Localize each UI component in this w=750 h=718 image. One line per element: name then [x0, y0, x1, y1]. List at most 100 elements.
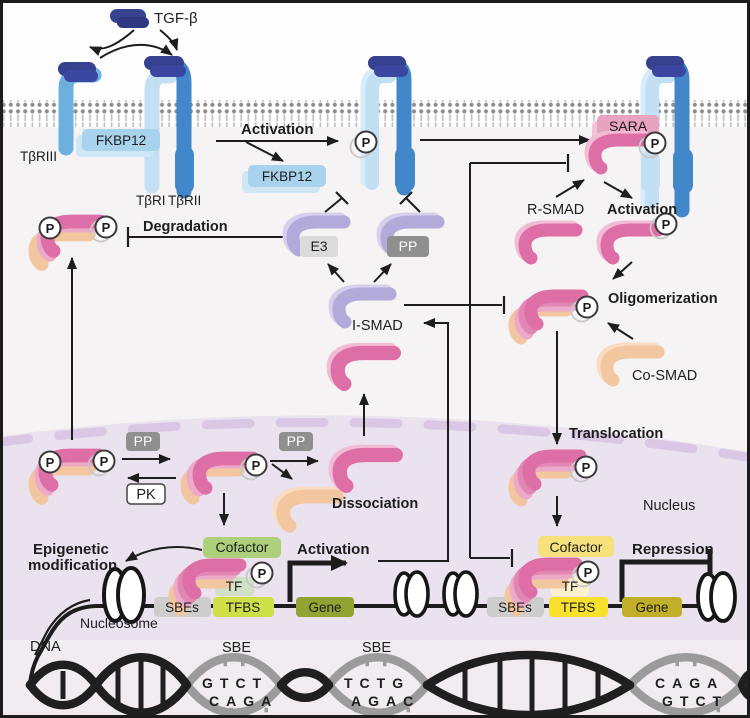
cosmad-label: Co-SMAD: [632, 368, 697, 384]
chromatin: GTCT CAGA TCTG AGAC CAGA GTCT: [25, 566, 750, 718]
fkbp12-released-label: FKBP12: [262, 169, 312, 184]
tbrii-sara-kinase: [673, 148, 693, 194]
nucleus-label: Nucleus: [643, 498, 695, 514]
epigenetic-label-line1: Epigenetic: [33, 541, 109, 558]
rsmad-label: R-SMAD: [527, 202, 584, 218]
tgfb-label: TGF-β: [154, 10, 198, 27]
sbe2-bottom-sequence: AGAC: [351, 693, 420, 709]
ismad-label: I-SMAD: [352, 318, 403, 334]
arrow-receptor-to-psmad: [603, 181, 633, 199]
tgfb-ligand-sara-2: [652, 65, 686, 77]
gene-repression-region: [487, 536, 682, 617]
tgfb-ligand: [110, 9, 149, 28]
p-export-right: P: [89, 215, 118, 243]
tfbs-box-repression: [549, 597, 608, 617]
dna-label: DNA: [30, 639, 61, 655]
arrow-psmad-to-oligomer: [612, 261, 633, 280]
sbe3-top-sequence: CAGA: [655, 675, 724, 691]
p-receptor: P: [349, 130, 378, 159]
e3-box: [300, 236, 338, 257]
p-label: P: [582, 460, 591, 475]
tbriii-receptor: [58, 62, 102, 156]
p-nuclear-right: P: [87, 449, 116, 477]
pp-nuclear-box: [126, 432, 160, 451]
e3-label: E3: [310, 238, 327, 254]
tgfb-ligand-bound-pair-2: [150, 65, 186, 77]
p-nuclear-oligomer: P: [569, 455, 598, 483]
tbri-tbrii-receptor-pair: [144, 56, 194, 199]
dna-linker-squiggle2: [34, 598, 91, 656]
cofactor-box-activation: [203, 537, 281, 558]
fkbp12-released-box: [242, 165, 326, 193]
nucleosome-label: Nucleosome: [80, 615, 158, 631]
arrow-tbriii-to-receptors: [99, 43, 173, 59]
tbrii-kinase: [175, 146, 194, 194]
arrow-rsmad-to-receptor: [555, 179, 585, 198]
epigenetic-label-line2: modification: [28, 557, 117, 574]
p-label: P: [46, 221, 55, 236]
nucleosome-mid-1: [393, 570, 430, 618]
p-label: P: [46, 455, 55, 470]
arrow-ismad-to-pp: [373, 263, 392, 283]
p-label: P: [651, 136, 660, 151]
pp-export-box: [279, 432, 313, 451]
arrow-dissociation: [271, 463, 293, 480]
tbri-sara-kinase: [641, 152, 660, 192]
arrow-tgfb-to-tbrii: [159, 29, 179, 51]
tbar-cap-pp: [399, 191, 413, 205]
arrow-epigenetic: [125, 546, 203, 562]
tbar-pp-receptor: [405, 197, 421, 213]
cofactor-box-repression: [538, 536, 614, 557]
tfbs-activation-label: TFBS: [226, 600, 261, 615]
p-oligomer: P: [570, 295, 599, 323]
tfbs-box-activation: [213, 597, 274, 617]
pk-label: PK: [136, 487, 156, 503]
p-activated-smad: P: [649, 212, 678, 240]
activated-receptor-complex: [360, 56, 415, 196]
nuclear-envelope: [0, 417, 750, 463]
repression-label: Repression: [632, 541, 714, 558]
p-export-left: P: [38, 216, 62, 240]
p-label: P: [252, 458, 261, 473]
sara-receptor-complex: [640, 56, 693, 218]
translocation-label: Translocation: [569, 426, 663, 442]
gene-activation-arrow: [287, 555, 348, 602]
gene-activation-label: Gene: [308, 600, 341, 615]
arrow-tgfb-to-tbriii: [89, 29, 135, 56]
signal-arrows: [67, 29, 634, 567]
pk-box: [126, 483, 166, 505]
sbe-label-2: SBE: [362, 640, 391, 656]
tf-repression-label: TF: [562, 579, 579, 594]
sbe3-bottom-sequence: GTCT: [662, 693, 728, 709]
arrow-fkbp12-release: [245, 141, 284, 162]
enzyme-boxes: [126, 236, 429, 505]
tfbs-repression-label: TFBS: [561, 600, 596, 615]
activation-smad-label: Activation: [607, 202, 677, 218]
dna-base-rungs: [60, 655, 601, 715]
fkbp12-bound-box: [76, 129, 160, 157]
nucleosome-activation: [102, 566, 146, 624]
activation-gene-label: Activation: [297, 541, 370, 558]
tbriii-label: TβRIII: [20, 149, 57, 164]
sbe-helix-segments: [182, 653, 747, 717]
p-mid-nuclear: P: [239, 453, 268, 481]
p-label: P: [102, 220, 111, 235]
tgfb-ligand-activated-2: [374, 65, 408, 77]
sara-label: SARA: [609, 118, 648, 134]
phospho-groups: P P P P P P P P P P P P: [38, 130, 678, 589]
nucleosome-right: [696, 571, 737, 623]
sbe1-bottom-sequence: CAGA: [209, 693, 278, 709]
gene-box-repression: [622, 597, 682, 617]
tbri-label: TβRI: [136, 193, 166, 208]
gene-box-activation: [296, 597, 354, 617]
sbes-repression-label: SBEs: [498, 600, 532, 615]
text-labels: TGF-β TβRIII TβRI TβRII FKBP12 FKBP12 Ac…: [20, 10, 718, 656]
activation-receptor-label: Activation: [241, 121, 314, 138]
p-sara: P: [638, 131, 667, 159]
sbe-label-1: SBE: [222, 640, 251, 656]
arrow-gene-to-ismad: [378, 318, 449, 562]
tbar-cap-e3: [335, 191, 349, 205]
p-activation-complex: P: [245, 561, 274, 589]
